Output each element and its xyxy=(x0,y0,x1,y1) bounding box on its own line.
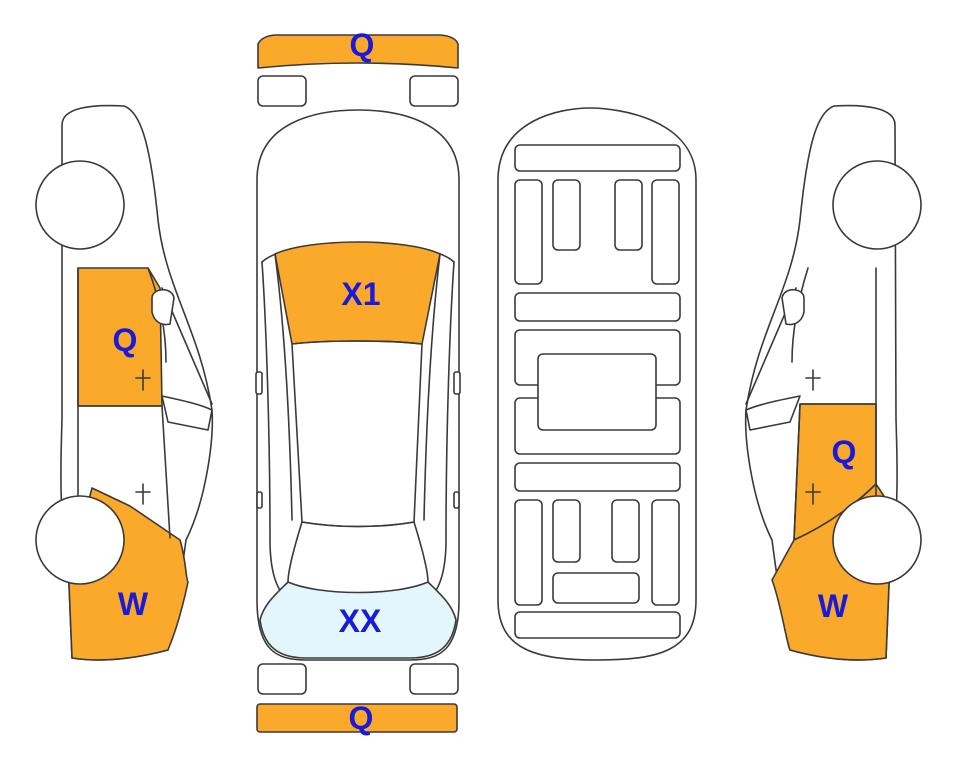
right-door-lines xyxy=(745,267,877,541)
right-window xyxy=(745,395,801,431)
rear-bumper-label: Q xyxy=(349,700,374,736)
under-panel-9 xyxy=(537,353,657,431)
rear-bumper-part[interactable] xyxy=(256,703,458,733)
right-side-view: Q W xyxy=(744,104,922,661)
right-rear-quarter-label: W xyxy=(818,588,849,624)
left-window-line xyxy=(274,253,293,521)
right-headlight xyxy=(409,75,459,107)
left-side-line xyxy=(261,261,289,601)
under-panel-4 xyxy=(614,179,643,251)
right-handle-1 xyxy=(805,369,821,391)
left-mirror-side xyxy=(151,288,175,326)
underbody-view xyxy=(497,107,697,661)
under-panel-2 xyxy=(514,179,543,285)
under-panel-12 xyxy=(552,499,581,563)
under-panel-11 xyxy=(514,499,543,606)
right-side-line xyxy=(427,261,455,601)
left-mirror xyxy=(255,371,263,395)
right-handle-2 xyxy=(805,483,821,505)
under-panel-10 xyxy=(514,462,681,492)
right-rear-wheel xyxy=(832,495,922,585)
left-door-lines xyxy=(77,267,213,539)
right-taillight xyxy=(409,663,459,695)
right-mirror xyxy=(453,371,461,395)
front-bumper-part[interactable] xyxy=(257,34,459,69)
left-headlight xyxy=(257,75,307,107)
left-front-wheel xyxy=(35,160,125,250)
trunk-line xyxy=(301,521,429,583)
left-taillight xyxy=(257,663,307,695)
trunk-line-left xyxy=(287,521,303,583)
right-window-line xyxy=(423,253,441,521)
rear-window-label: XX xyxy=(339,603,382,639)
under-panel-15 xyxy=(552,572,640,604)
under-panel-14 xyxy=(651,499,680,606)
left-window xyxy=(161,395,213,431)
left-rear-wheel xyxy=(35,495,125,585)
front-bumper-label: Q xyxy=(350,27,375,63)
right-handle-a xyxy=(453,491,460,509)
right-front-wheel xyxy=(832,160,922,250)
under-panel-13 xyxy=(611,499,640,563)
windshield-label: X1 xyxy=(341,276,380,312)
under-panel-6 xyxy=(514,292,681,322)
under-panel-3 xyxy=(552,179,581,251)
left-handle-a xyxy=(256,491,263,509)
left-rear-quarter-label: W xyxy=(118,586,149,622)
right-rear-door-label: Q xyxy=(832,434,857,470)
right-mirror-side xyxy=(781,288,805,326)
left-handle-1 xyxy=(135,369,151,391)
rear-window-part[interactable] xyxy=(259,581,457,659)
top-view: Q X1 XX Q xyxy=(255,27,461,736)
left-rear-door-label: Q xyxy=(113,322,138,358)
under-panel-16 xyxy=(514,611,681,639)
under-panel-5 xyxy=(651,179,680,285)
left-side-view: Q W xyxy=(35,104,214,661)
left-handle-2 xyxy=(135,483,151,505)
under-panel-1 xyxy=(514,144,681,172)
